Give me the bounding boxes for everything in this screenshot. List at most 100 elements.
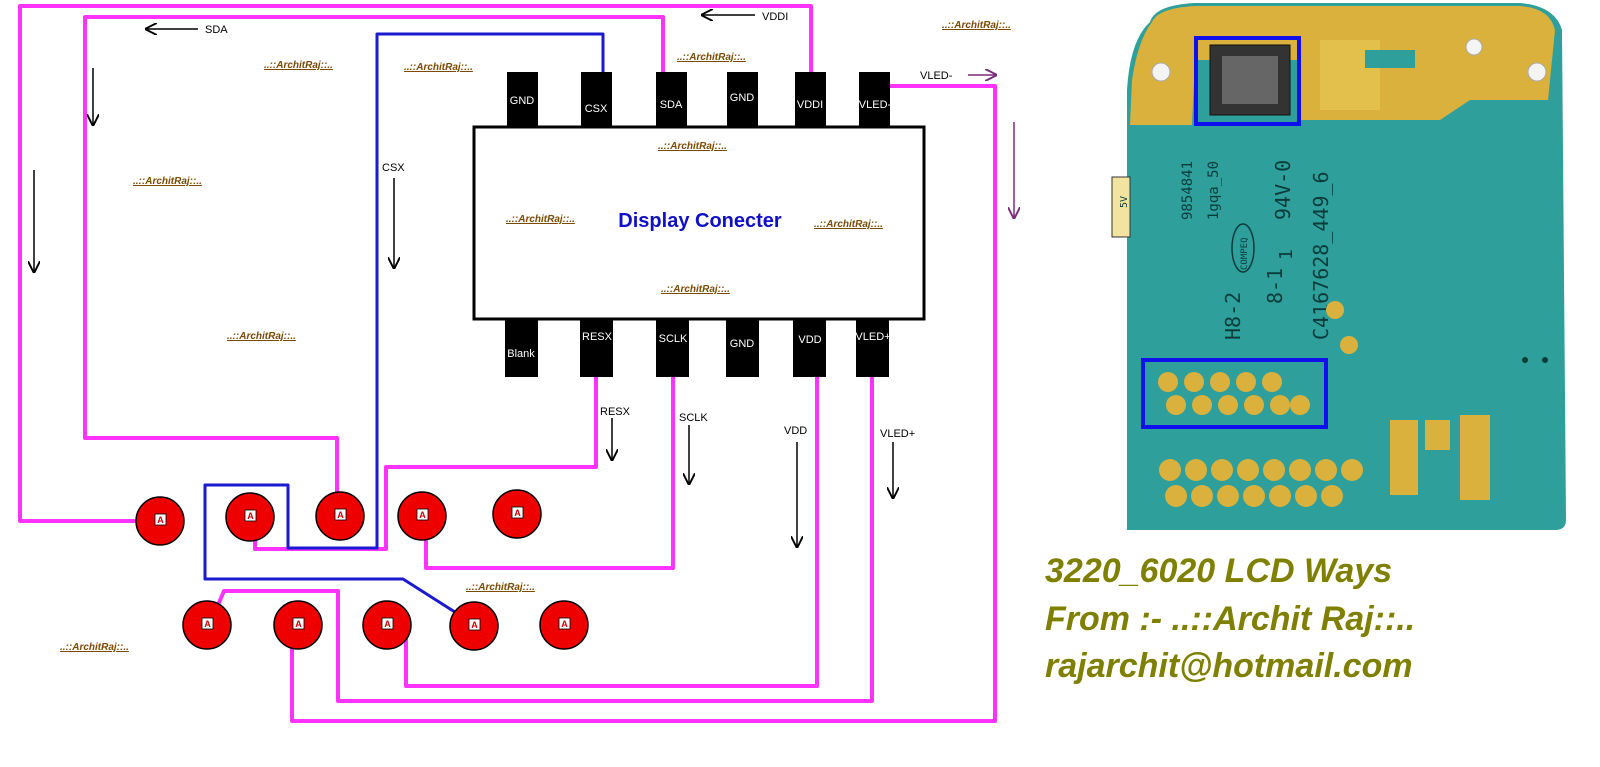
lcd-pad-1: A	[135, 496, 185, 546]
pcb-hole-1	[1151, 62, 1171, 82]
label-vdd: VDD	[784, 425, 807, 437]
pin-top-3	[656, 72, 687, 127]
pin-label-resx: RESX	[582, 331, 613, 343]
lcd-pad-mark: A	[157, 515, 164, 525]
lcd-pad-5: A	[492, 489, 542, 539]
pcb-lower-pad-2-2	[1191, 485, 1213, 507]
pcb-socket-highlight	[1194, 36, 1301, 126]
watermark-3: ..::ArchitRaj::..	[677, 52, 746, 63]
pin-label-sda: SDA	[660, 99, 683, 111]
lcd-pad-8: A	[362, 600, 412, 650]
lcd-pad-badge	[381, 617, 394, 630]
lcd-pad-badge	[201, 617, 214, 630]
pcb-board	[1127, 3, 1566, 530]
pcb-pad-2-1	[1166, 395, 1186, 415]
pin-bottom-5	[793, 319, 826, 377]
pin-label-csx: CSX	[585, 103, 608, 115]
pcb-lcd-pads	[1158, 372, 1310, 415]
pcb-code-2: 1gqa_50	[1206, 161, 1222, 220]
pin-label-gnd-3: GND	[730, 338, 755, 350]
watermark-12: ..::ArchitRaj::..	[60, 642, 129, 653]
pcb-lower-pad-2-1	[1165, 485, 1187, 507]
pcb-lower-pad-1-6	[1289, 459, 1311, 481]
pcb-pad-1-4	[1236, 372, 1256, 392]
pin-bottom-4	[726, 319, 759, 377]
watermark-6: ..::ArchitRaj::..	[658, 141, 727, 152]
lcd-pad-3: A	[315, 491, 365, 541]
pcb-pad-1-1	[1158, 372, 1178, 392]
pcb-lower-pad-1-7	[1315, 459, 1337, 481]
pcb-lower-pads	[1159, 459, 1363, 507]
connector-title: Display Conecter	[618, 210, 782, 232]
trace-sda	[83, 15, 665, 497]
pin-label-vled-minus: VLED-	[859, 99, 892, 111]
pin-top-2	[581, 72, 612, 127]
lcd-pad-mark: A	[204, 619, 211, 629]
trace-vddi	[18, 4, 813, 523]
lcd-pad-mark: A	[337, 510, 344, 520]
watermark-11: ..::ArchitRaj::..	[466, 582, 535, 593]
pcb-lower-pad-2-7	[1321, 485, 1343, 507]
pcb-hole-2	[1465, 38, 1483, 56]
lcd-pad-badge	[154, 513, 167, 526]
watermark-2: ..::ArchitRaj::..	[404, 62, 473, 73]
pcb-gold-rect-1	[1390, 420, 1418, 495]
pcb-lower-pad-2-6	[1295, 485, 1317, 507]
pcb-code-5: H8-2	[1221, 292, 1245, 340]
lcd-pad-mark: A	[514, 508, 521, 518]
label-vled-plus: VLED+	[880, 428, 915, 440]
pcb-lower-pad-1-4	[1237, 459, 1259, 481]
pin-top-1	[507, 72, 538, 127]
pin-label-vddi: VDDI	[797, 99, 823, 111]
pin-label-sclk: SCLK	[659, 333, 688, 345]
pcb-dot-3	[1522, 357, 1528, 363]
pcb-edge-mark-text: 5V	[1119, 196, 1130, 208]
lcd-pad-badge	[511, 506, 524, 519]
info-title: 3220_6020 LCD Ways	[1045, 552, 1392, 590]
pcb-gold-tab	[1365, 50, 1415, 68]
pcb-lower-pad-1-2	[1185, 459, 1207, 481]
pin-label-vled-plus: VLED+	[855, 331, 890, 343]
pcb-pad-2-2	[1192, 395, 1212, 415]
lcd-pad-badge	[558, 617, 571, 630]
pcb-code-7: 1	[1276, 249, 1297, 260]
lcd-pad-10: A	[539, 600, 589, 650]
lcd-pad-7: A	[273, 600, 323, 650]
lcd-pad-mark: A	[247, 511, 254, 521]
pcb-gold-rect-3	[1460, 415, 1490, 500]
pcb-lower-pad-1-5	[1263, 459, 1285, 481]
trace-vled-plus	[202, 362, 874, 703]
pin-top-4	[727, 72, 758, 127]
pcb-pad-1-3	[1210, 372, 1230, 392]
top-pins: GND CSX SDA GND VDDI VLED-	[507, 72, 892, 127]
lcd-pad-badge	[334, 508, 347, 521]
pcb-gold-rect-2	[1425, 420, 1450, 450]
watermark-10: ..::ArchitRaj::..	[227, 331, 296, 342]
lcd-pad-badge	[292, 617, 305, 630]
pin-bottom-6	[856, 319, 889, 377]
lcd-pad-2: A	[225, 492, 275, 542]
pcb-code-1: 9854841	[1180, 161, 1196, 220]
pin-top-6	[859, 72, 890, 127]
pcb-lower-pad-2-5	[1269, 485, 1291, 507]
lcd-pad-4: A	[397, 491, 447, 541]
lcd-pad-badge	[468, 618, 481, 631]
pcb-dot-4	[1542, 357, 1548, 363]
pcb-hole-3	[1527, 62, 1547, 82]
lcd-pad-9: A	[449, 601, 499, 651]
label-csx: CSX	[382, 162, 405, 174]
pcb-logo-oval	[1231, 223, 1255, 273]
lcd-pad-badge	[416, 508, 429, 521]
pcb-socket-inner	[1222, 56, 1278, 104]
pcb-dot-2	[1340, 336, 1358, 354]
pcb-lower-pad-1-3	[1211, 459, 1233, 481]
trace-vled-minus	[290, 84, 997, 723]
watermark-9: ..::ArchitRaj::..	[661, 284, 730, 295]
pcb-lower-pad-2-3	[1217, 485, 1239, 507]
trace-vdd	[404, 370, 819, 688]
pcb-photo: 5V 9854841 1gqa_50 94V-0 C4167628_449_6 …	[1111, 3, 1566, 530]
label-resx: RESX	[600, 406, 631, 418]
pin-label-gnd-2: GND	[730, 92, 755, 104]
lcd-pad-mark: A	[471, 620, 478, 630]
